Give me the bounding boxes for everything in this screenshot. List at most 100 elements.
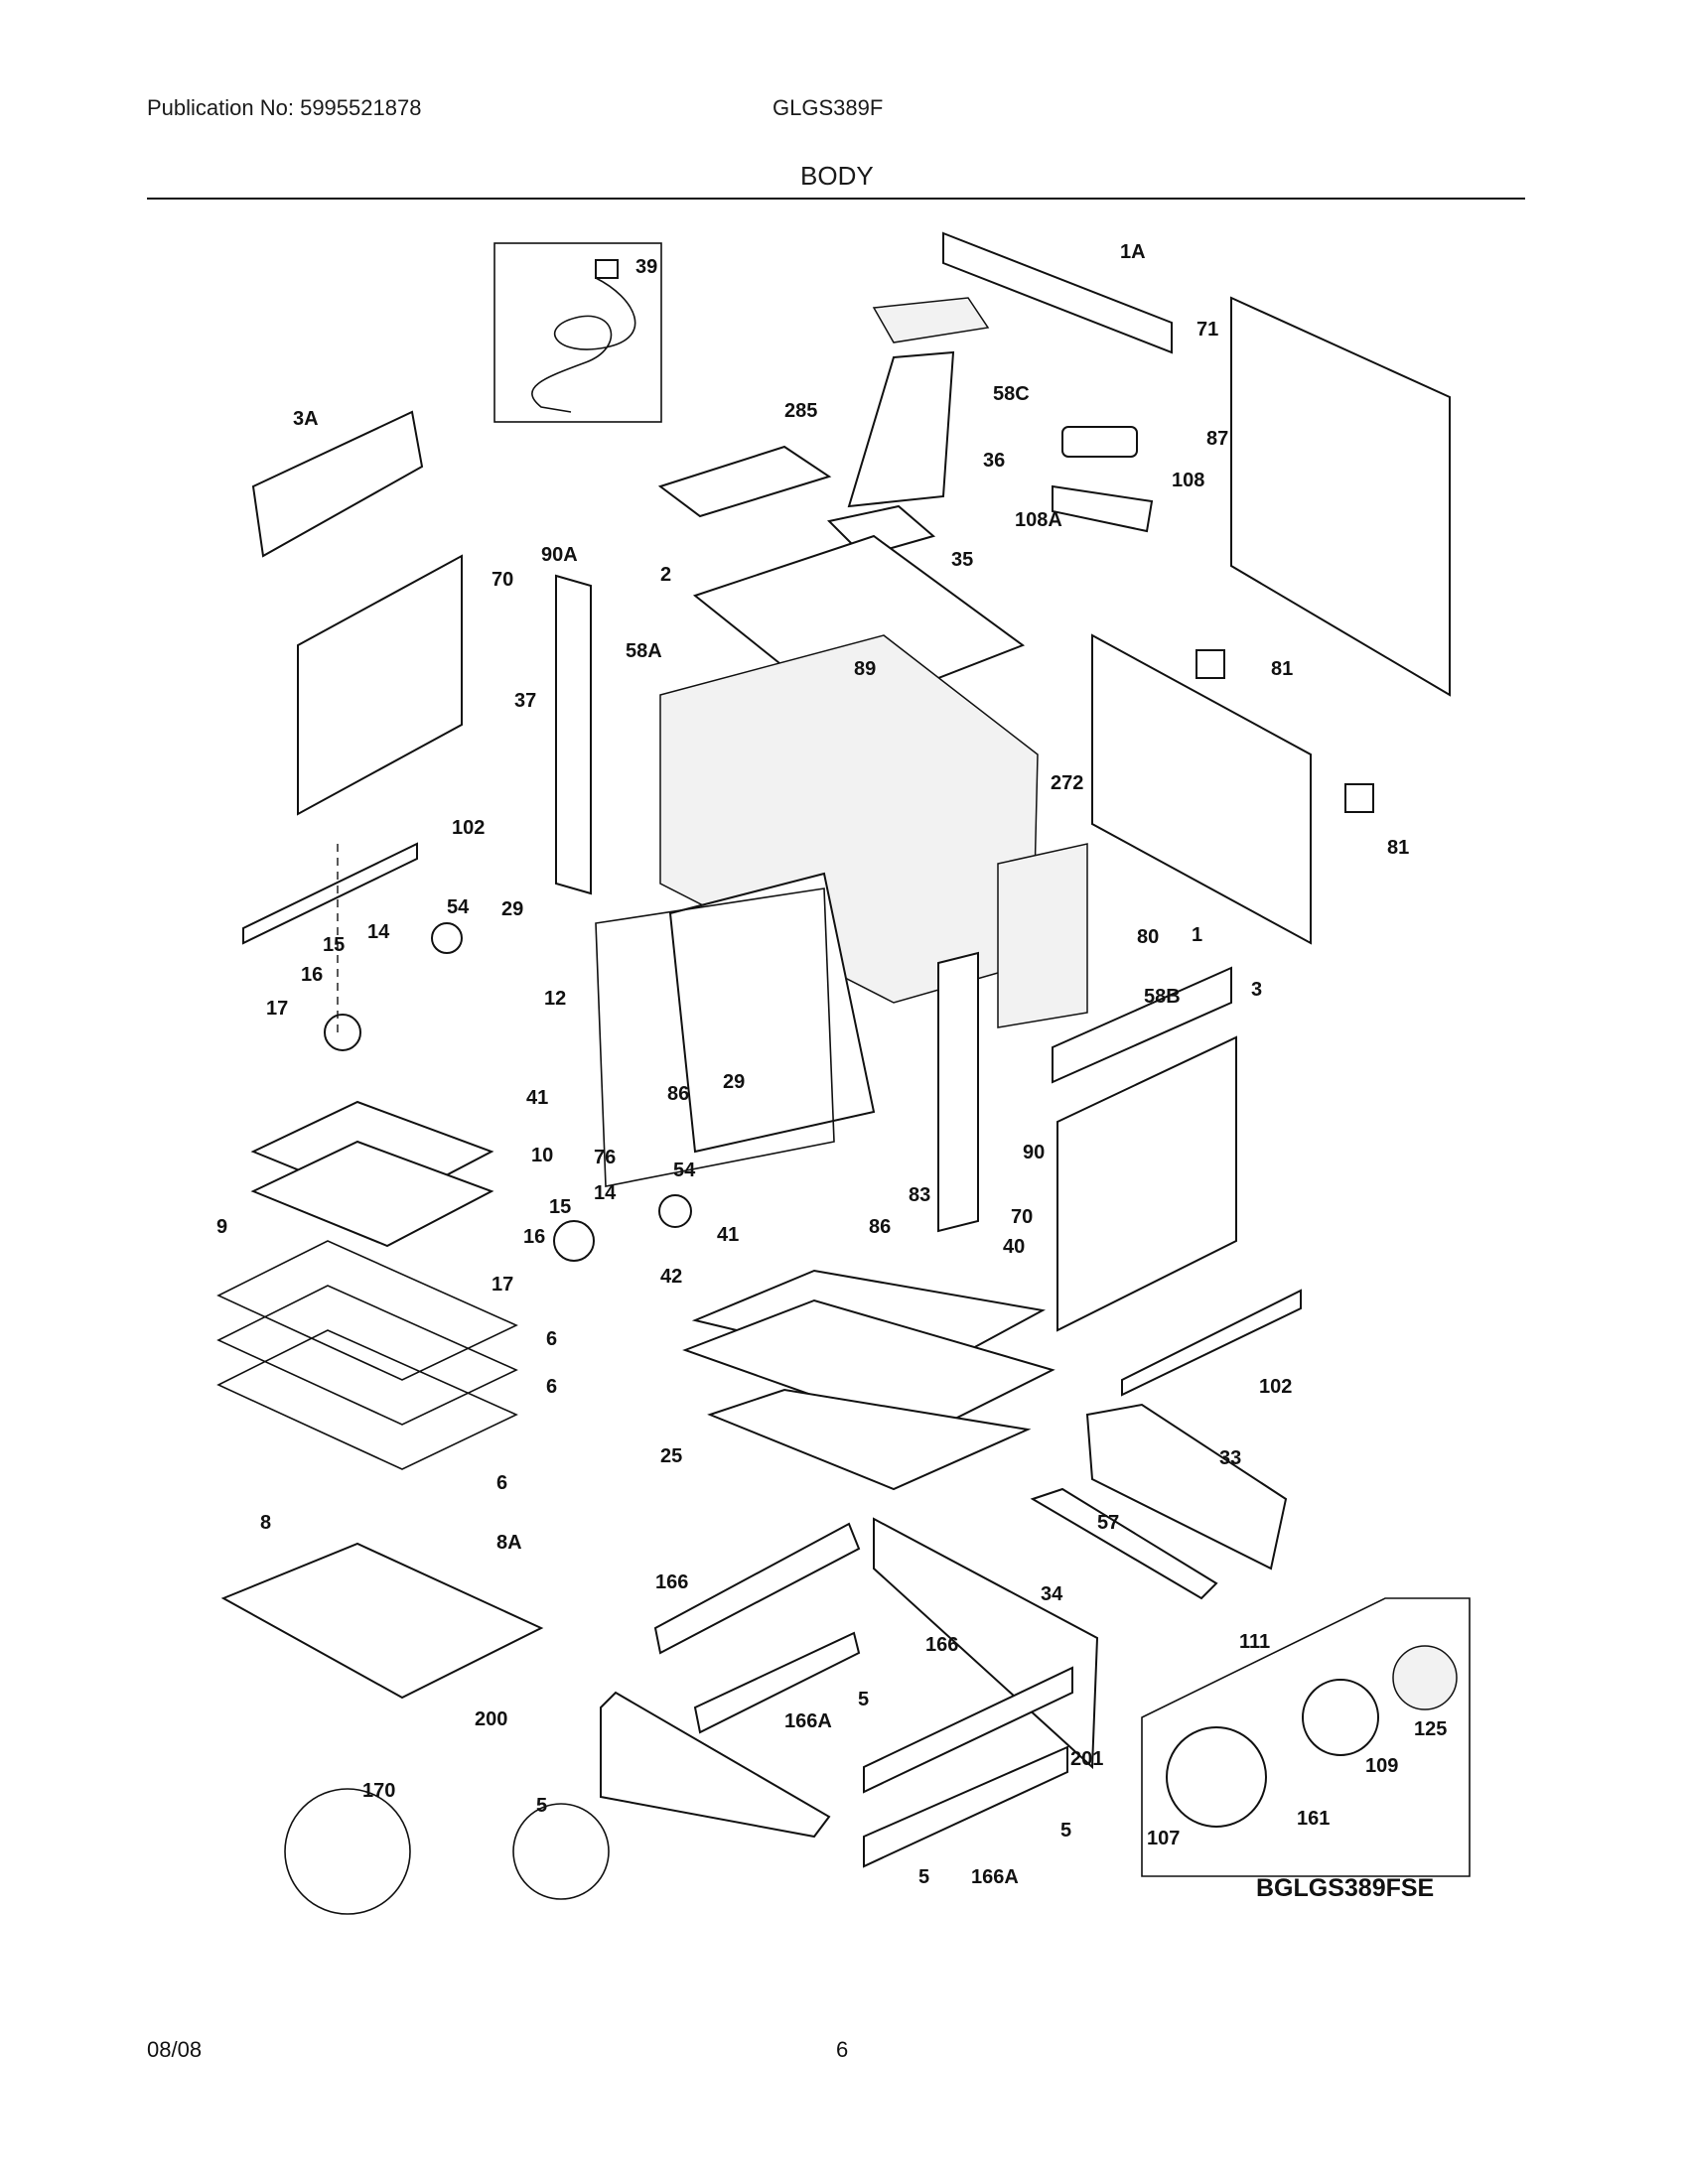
- section-title: BODY: [800, 161, 874, 191]
- label-54-upper: 54: [447, 896, 470, 918]
- label-36: 36: [983, 450, 1005, 472]
- label-201: 201: [1070, 1748, 1103, 1770]
- rear-wall-1: [1091, 633, 1312, 945]
- frame-200: [600, 1691, 831, 1839]
- label-57: 57: [1097, 1512, 1119, 1534]
- label-3: 3: [1251, 979, 1262, 1001]
- label-6-bottom: 6: [496, 1472, 507, 1494]
- label-9: 9: [216, 1216, 227, 1238]
- label-108A: 108A: [1015, 509, 1062, 531]
- label-107: 107: [1147, 1828, 1180, 1849]
- label-1A: 1A: [1120, 241, 1146, 263]
- oven-rack-2: [216, 1285, 518, 1426]
- parts-170-inset: [284, 1788, 411, 1915]
- label-16-upper: 16: [301, 964, 323, 986]
- oven-rack-3: [216, 1329, 518, 1470]
- label-5-right: 5: [1060, 1820, 1071, 1842]
- label-81-lower: 81: [1387, 837, 1409, 859]
- label-166A-upper: 166A: [784, 1710, 832, 1732]
- label-12: 12: [544, 988, 566, 1010]
- insulation-block-58c: [872, 297, 990, 343]
- diagram-code: BGLGS389FSE: [1256, 1874, 1434, 1902]
- bracket-81-lower: [1344, 783, 1374, 813]
- label-34: 34: [1041, 1583, 1063, 1605]
- igniter: [1061, 426, 1138, 458]
- label-76: 76: [594, 1147, 616, 1168]
- label-86-lower: 86: [869, 1216, 891, 1238]
- label-111: 111: [1239, 1631, 1270, 1653]
- label-166-lower: 166: [925, 1634, 958, 1656]
- label-161: 161: [1297, 1808, 1330, 1830]
- label-41-upper: 41: [526, 1087, 548, 1109]
- light-housing-lower: [658, 1194, 692, 1228]
- label-81-upper: 81: [1271, 658, 1293, 680]
- rail-166a-upper: [693, 1631, 861, 1734]
- label-166A-lower: 166A: [971, 1866, 1019, 1888]
- page-number: 6: [836, 2037, 849, 2062]
- label-109: 109: [1365, 1755, 1398, 1777]
- label-102-right: 102: [1259, 1376, 1292, 1398]
- label-5-inset: 5: [536, 1795, 547, 1817]
- blower-housing-107: [1166, 1726, 1267, 1828]
- label-29-lower: 29: [723, 1071, 745, 1093]
- label-2: 2: [660, 564, 671, 586]
- door-gasket-76: [595, 887, 835, 1187]
- label-102-left: 102: [452, 817, 485, 839]
- label-90A: 90A: [541, 544, 578, 566]
- trim-90a: [555, 574, 592, 895]
- label-90: 90: [1023, 1142, 1045, 1163]
- cord-plug: [595, 259, 619, 279]
- left-top-bracket: [251, 410, 424, 558]
- rail-166-upper: [653, 1522, 861, 1655]
- rail-166a-lower: [863, 1745, 1068, 1868]
- label-16-lower: 16: [523, 1226, 545, 1248]
- label-1: 1: [1192, 924, 1202, 946]
- label-15-upper: 15: [323, 934, 345, 956]
- rear-panel-71: [1230, 296, 1451, 697]
- label-70-right: 70: [1011, 1206, 1033, 1228]
- igniter-bracket: [1052, 484, 1154, 533]
- bracket-3: [1052, 966, 1232, 1084]
- label-54-lower: 54: [673, 1160, 696, 1181]
- label-5-bottom: 5: [918, 1866, 929, 1888]
- label-108: 108: [1172, 470, 1204, 491]
- label-25: 25: [660, 1445, 682, 1467]
- pad-285: [657, 445, 832, 518]
- label-17-lower: 17: [492, 1274, 513, 1296]
- label-35: 35: [951, 549, 973, 571]
- power-cord-inset: [493, 242, 662, 423]
- oven-cavity: [668, 872, 876, 1154]
- label-8A: 8A: [496, 1532, 522, 1554]
- vent-duct: [847, 350, 955, 508]
- label-29-upper: 29: [501, 898, 523, 920]
- label-39: 39: [635, 256, 657, 278]
- label-285: 285: [784, 400, 817, 422]
- label-200: 200: [475, 1708, 507, 1730]
- strip-102-left: [242, 842, 418, 945]
- footer-date: 08/08: [147, 2037, 203, 2062]
- side-panel-left: [297, 554, 463, 816]
- broil-pan: [250, 1140, 494, 1248]
- label-6-middle: 6: [546, 1376, 557, 1398]
- side-panel-right: [1056, 1035, 1237, 1332]
- light-housing-upper: [431, 922, 463, 954]
- label-5-upper: 5: [858, 1689, 869, 1710]
- power-cord: [531, 277, 636, 413]
- label-15-lower: 15: [549, 1196, 571, 1218]
- label-33: 33: [1219, 1447, 1241, 1469]
- label-58B: 58B: [1144, 986, 1181, 1008]
- label-170: 170: [362, 1780, 395, 1802]
- label-41-lower: 41: [717, 1224, 739, 1246]
- label-3A: 3A: [293, 408, 319, 430]
- bracket-34: [1030, 1487, 1218, 1600]
- light-lens-lower: [553, 1220, 595, 1262]
- trim-90: [937, 951, 979, 1233]
- label-10: 10: [531, 1145, 553, 1166]
- label-272: 272: [1051, 772, 1083, 794]
- label-89: 89: [854, 658, 876, 680]
- oven-rack-1: [216, 1240, 518, 1381]
- label-58A: 58A: [626, 640, 662, 662]
- label-6-top: 6: [546, 1328, 557, 1350]
- label-14-upper: 14: [367, 921, 390, 943]
